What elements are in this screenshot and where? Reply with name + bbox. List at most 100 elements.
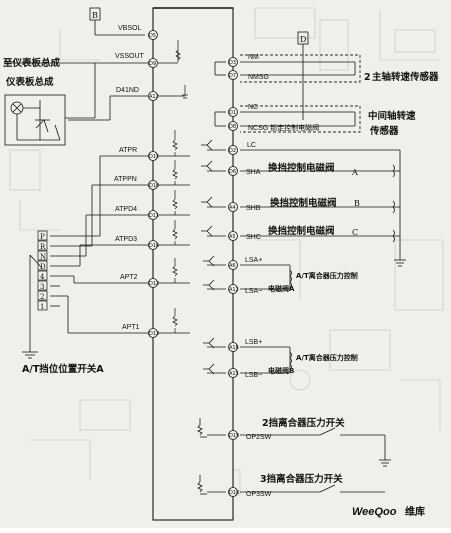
box-label-B: B: [89, 7, 101, 21]
sensor-shields: [240, 54, 361, 133]
pin-label: A15: [229, 371, 239, 377]
signal-nm: NM: [248, 54, 259, 61]
pin-circle: [228, 260, 238, 270]
pin-circle: [148, 240, 158, 250]
pin-circle: [228, 342, 238, 352]
pin-circle: [228, 284, 238, 294]
pin-circle: [228, 231, 238, 241]
label-main-sensor-num: 2: [364, 72, 371, 83]
pin-label: A6: [229, 263, 236, 269]
signal-d41nd: D41ND: [116, 87, 139, 94]
right-pins: D3 D7 D1 D8 D2 D6 A4 A5 A6 A12 A16 A15 D…: [228, 57, 239, 497]
pin-circle: [148, 151, 158, 161]
signal-lc: LC: [247, 142, 256, 149]
signal-shc: SHC: [246, 234, 261, 241]
solenoid-coils: [289, 164, 395, 371]
signal-ncsg: NCSG 锁定控制电磁阀: [248, 123, 319, 132]
pin-circle: [228, 107, 238, 117]
label-sw3: 3挡离合器压力开关: [260, 473, 343, 485]
pin-label: A12: [229, 287, 239, 293]
box-label-B-text: B: [92, 11, 98, 20]
selector-letter: P: [40, 233, 45, 241]
pin-circle: [228, 487, 238, 497]
pin-circle: [228, 145, 238, 155]
pin-label: D7: [229, 73, 236, 79]
label-counter-sensor-2: 传感器: [369, 125, 399, 137]
selector-letter: 4: [40, 273, 45, 281]
pin-label: D3: [229, 60, 236, 66]
pin-label: D9: [149, 61, 156, 67]
pin-circle: [148, 30, 158, 40]
meter-assembly: [4, 63, 96, 146]
selector-letter: 3: [40, 283, 44, 291]
pin-label: D12: [149, 281, 159, 287]
signal-op2sw: OP2SW: [246, 434, 272, 441]
label-sw2: 2挡离合器压力开关: [262, 417, 345, 429]
pin-circle: [228, 166, 238, 176]
row-vbsol: [94, 20, 145, 36]
label-pcs-a-1: A/T离合器压力控制: [296, 271, 358, 280]
label-main-sensor: 主轴转速传感器: [372, 71, 439, 83]
label-pcs-a-2: 电磁阀A: [268, 284, 295, 293]
pin-circle: [228, 368, 238, 378]
selector-letter: R: [40, 243, 46, 251]
row-d41nd: [68, 95, 148, 121]
pin-circle: [228, 430, 238, 440]
input-resistors: [158, 40, 190, 334]
signal-lsa-minus: LSA−: [245, 288, 262, 295]
signal-atpd3: ATPD3: [115, 236, 137, 243]
pin-label: A16: [229, 345, 239, 351]
right-wiring: [197, 44, 406, 495]
signal-atppn: ATPPN: [114, 176, 137, 183]
pin-label: A5: [229, 234, 236, 240]
label-shift-c: 换挡控制电磁阀: [268, 225, 335, 237]
signal-vbsol: VBSOL: [118, 25, 141, 32]
box-label-D-text: D: [300, 35, 306, 44]
label-shift-b-suffix: B: [354, 199, 360, 208]
pin-label: D18: [229, 490, 239, 496]
selector-letter: D: [40, 263, 46, 271]
ecm-box: [152, 7, 234, 521]
watermark-brand: WeeQoo: [352, 506, 397, 518]
selector-letter: N: [40, 253, 46, 261]
watermark-cn: 维库: [405, 505, 425, 518]
pin-circle: [148, 210, 158, 220]
pin-circle: [228, 70, 238, 80]
label-to-meter: 至仪表板总成: [3, 57, 61, 69]
signal-apt1: APT1: [122, 324, 140, 331]
pin-label: D15: [149, 154, 159, 160]
signal-sha: SHA: [246, 169, 261, 176]
pin-label: D8: [229, 124, 236, 130]
signal-shb: SHB: [246, 205, 261, 212]
label-shift-a: 换挡控制电磁阀: [268, 162, 335, 174]
label-pcs-b-1: A/T离合器压力控制: [296, 353, 358, 362]
pin-label: D11: [149, 213, 159, 219]
label-shift-a-suffix: A: [351, 168, 358, 177]
pin-label: A12: [149, 94, 159, 100]
signal-nmsg: NMSG: [248, 74, 269, 81]
signal-lsb-plus: LSB+: [245, 339, 262, 346]
pin-circle: [148, 328, 158, 338]
signal-atpr: ATPR: [119, 147, 137, 154]
selector-positions: P R N D 4 3 2 1: [37, 230, 48, 311]
pin-label: D19: [229, 433, 239, 439]
selector-wiring: [22, 155, 148, 359]
signal-lsb-minus: LSB−: [245, 372, 262, 379]
label-shift-c-suffix: C: [352, 228, 358, 237]
pin-label: D2: [229, 148, 236, 154]
ghost-traces: [9, 7, 444, 496]
pin-circle: [148, 278, 158, 288]
pin-label: D13: [149, 331, 159, 337]
pin-label: D6: [229, 169, 236, 175]
label-meter: 仪表板总成: [5, 76, 54, 88]
label-pcs-b-2: 电磁阀B: [268, 366, 294, 375]
signal-apt2: APT2: [120, 274, 138, 281]
label-counter-sensor-1: 中间轴转速: [368, 110, 416, 122]
selector-letter: 2: [40, 293, 44, 301]
pin-label: D1: [229, 110, 236, 116]
pin-circle: [148, 180, 158, 190]
pin-circle: [228, 202, 238, 212]
selector-letter: 1: [40, 303, 44, 311]
